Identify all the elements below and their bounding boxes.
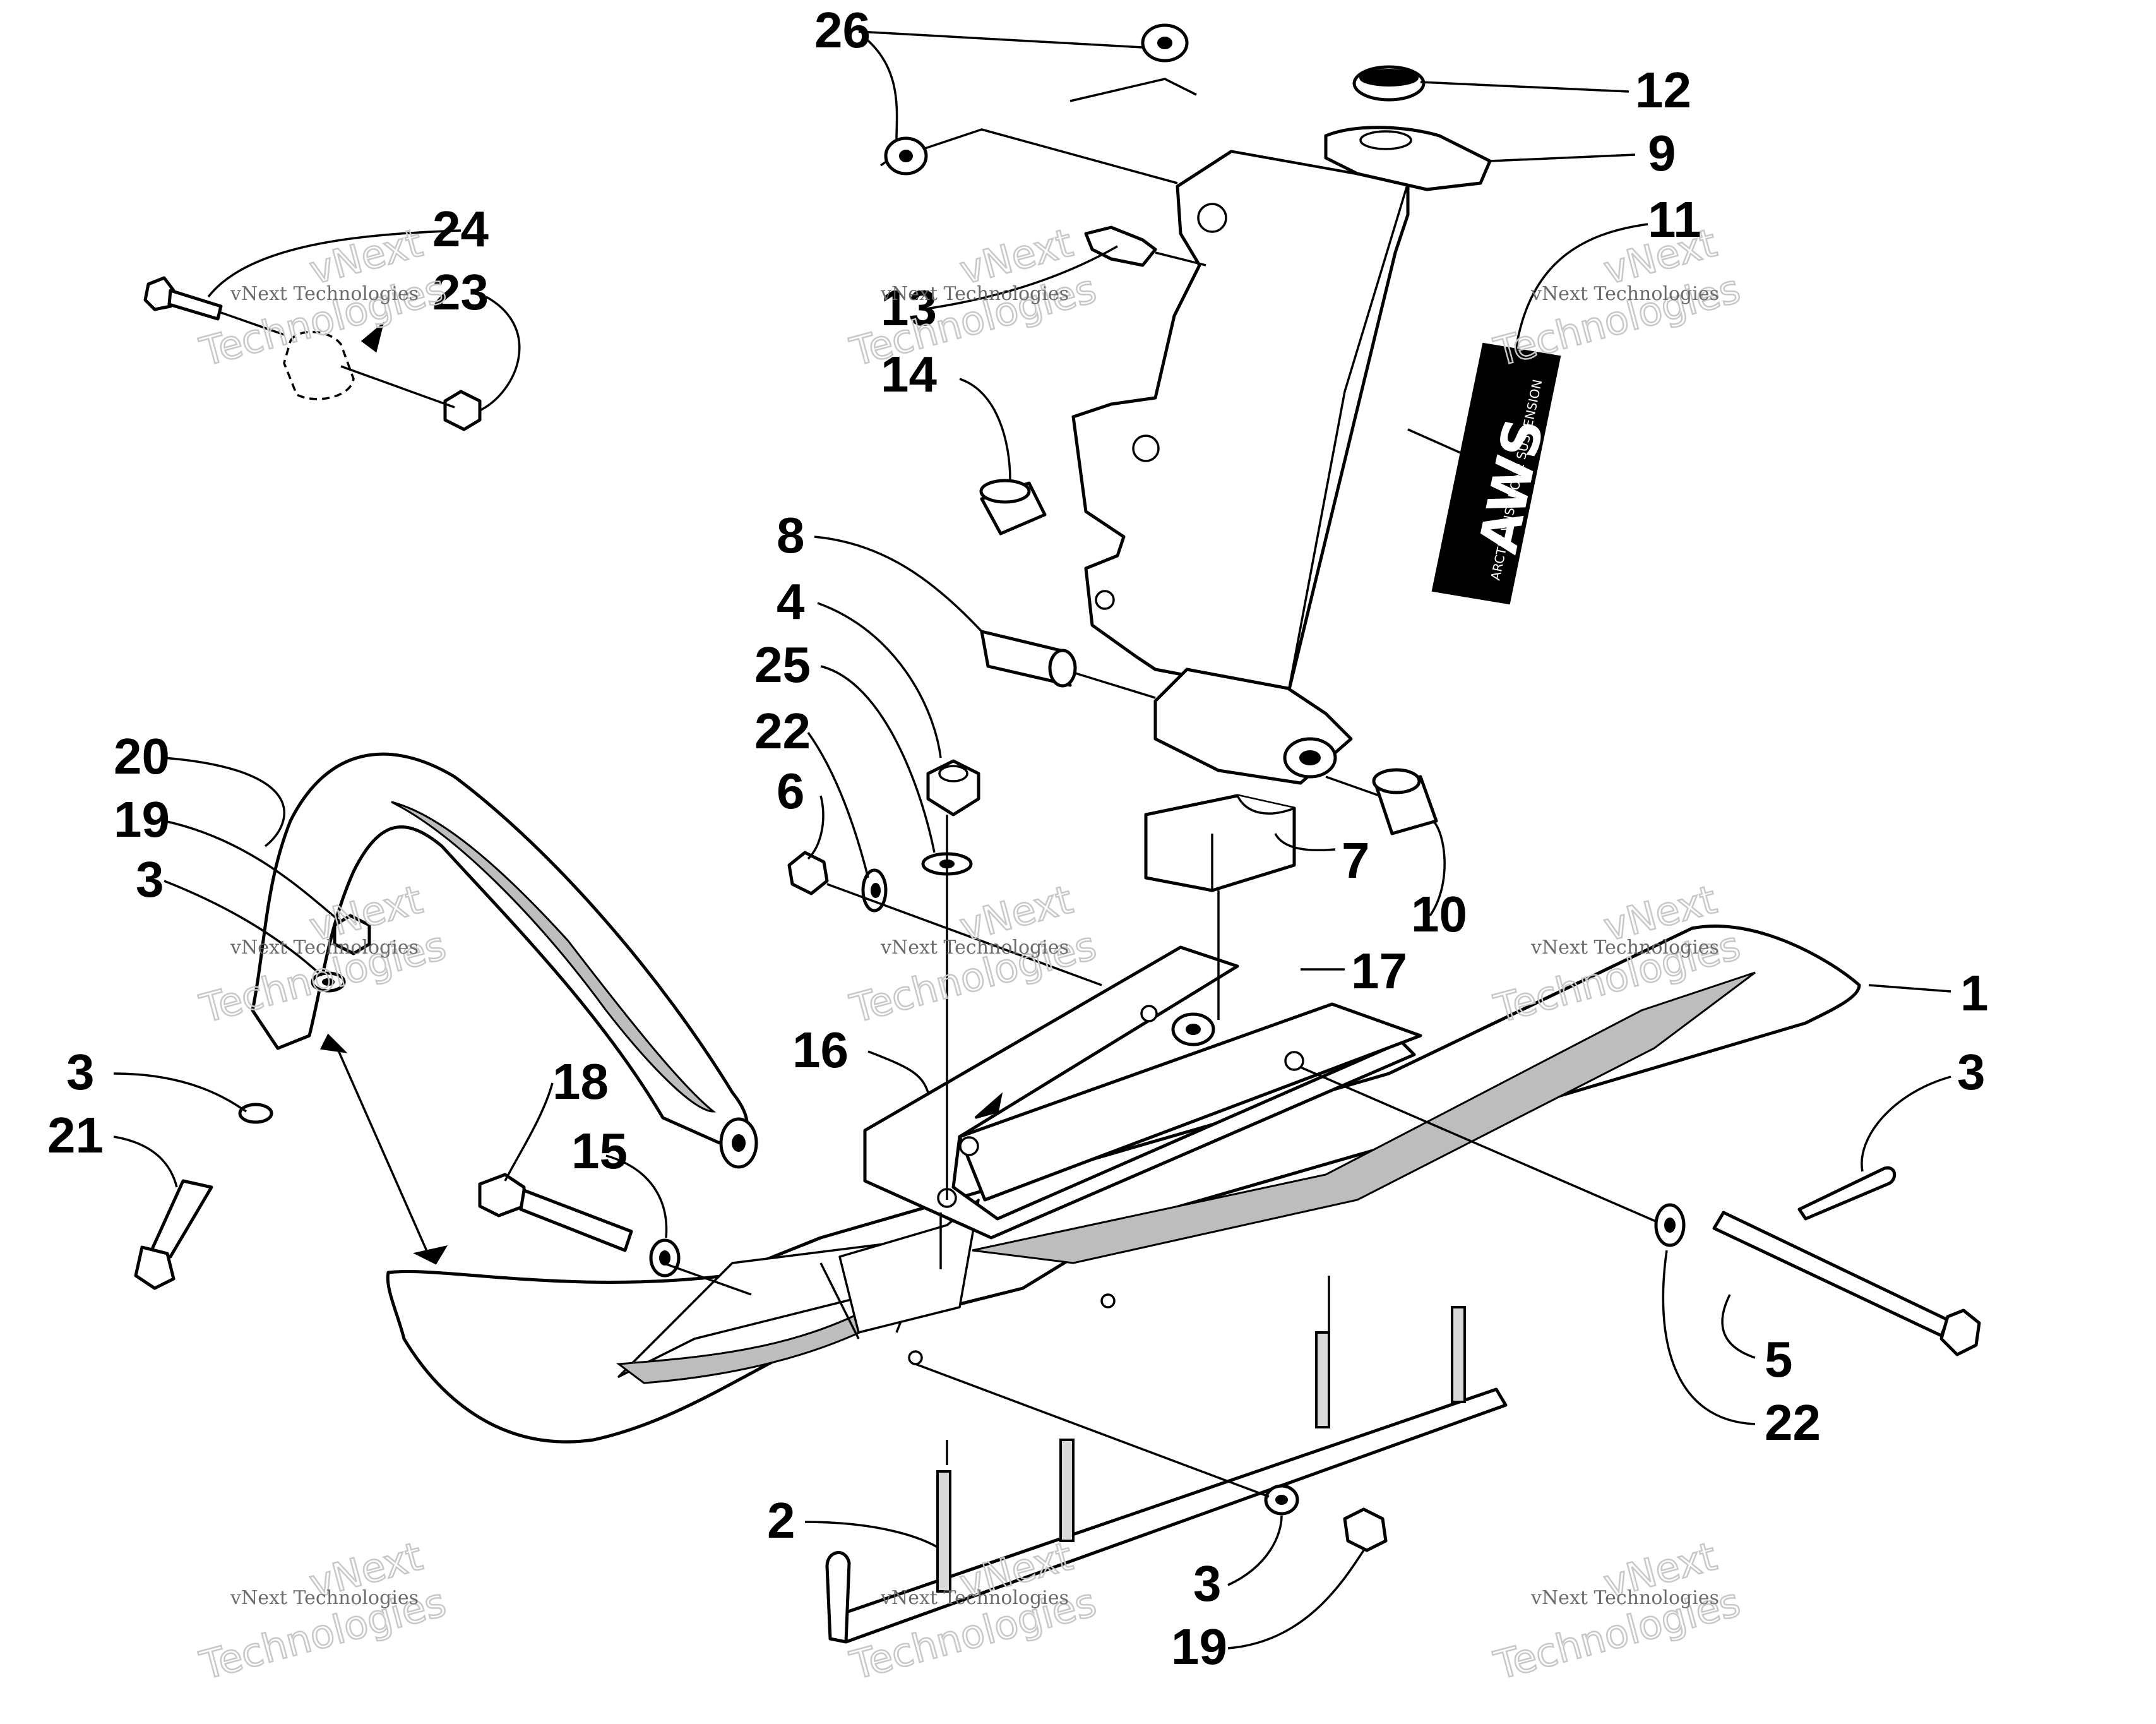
part-24-bolt (143, 276, 223, 321)
callout-labels: 26 12 9 11 24 23 13 14 8 4 25 22 6 20 19… (47, 2, 1989, 1675)
part-13-grease-fitting (1084, 225, 1157, 267)
part-12-cap (1352, 65, 1426, 102)
watermark-small: vNext Technologies (230, 1587, 419, 1609)
watermark-small: vNext Technologies (1530, 1587, 1719, 1609)
callout-22-upper: 22 (754, 703, 811, 759)
callout-17: 17 (1351, 943, 1407, 999)
part-4-lock-nut (926, 759, 980, 817)
part-9-steering-arm (1324, 126, 1492, 191)
part-17-washer (1171, 1012, 1215, 1046)
part-26-grommets (879, 23, 1189, 176)
callout-11: 11 (1648, 191, 1701, 248)
part-15-cotter-pin (1797, 1166, 1897, 1221)
watermark: vNext Technologies (194, 1532, 451, 1689)
watermark-small: vNext Technologies (1530, 283, 1719, 305)
callout-26: 26 (814, 2, 871, 58)
assembly-lines (220, 78, 1658, 1498)
callout-2: 2 (767, 1492, 795, 1548)
callout-24: 24 (432, 201, 489, 257)
part-7-block (1144, 794, 1296, 892)
callout-3-lower: 3 (1193, 1555, 1222, 1612)
part-3-washer-left (238, 1103, 273, 1124)
callout-13: 13 (881, 280, 937, 336)
part-5-long-bolt (1712, 1211, 1981, 1356)
part-3-washer-upper (311, 971, 346, 993)
callout-7: 7 (1342, 832, 1370, 889)
part-11-aws-decal: AWS ARCTIC WISHBONE SUSPENSION (1431, 342, 1561, 605)
watermark: vNext Technologies (1489, 1532, 1746, 1689)
part-19-nut-lower (1343, 1507, 1388, 1552)
watermark-small: vNext Technologies (880, 1587, 1069, 1609)
part-3-washer-lower (1264, 1484, 1299, 1516)
callout-19-upper: 19 (114, 791, 170, 847)
part-23-nut (443, 390, 482, 431)
callout-4: 4 (777, 573, 805, 630)
callout-3-upper: 3 (136, 851, 164, 907)
callout-8: 8 (777, 507, 805, 563)
callout-18: 18 (552, 1053, 609, 1110)
watermark-small: vNext Technologies (880, 937, 1069, 959)
part-10-bushing (1372, 768, 1438, 835)
callout-22-lower: 22 (1765, 1394, 1821, 1451)
part-6-nut (787, 851, 829, 895)
watermark-small: vNext Technologies (880, 283, 1069, 305)
part-18-bolt (478, 1173, 633, 1252)
callout-3-mid: 15 (571, 1123, 628, 1179)
part-8-bushing (980, 630, 1077, 688)
watermark-small: vNext Technologies (230, 937, 419, 959)
part-2-wear-bar (825, 1306, 1508, 1644)
callout-19-lower: 19 (1171, 1619, 1227, 1675)
callout-9: 9 (1648, 125, 1676, 181)
callout-10: 10 (1411, 886, 1467, 942)
spindle-column (1071, 150, 1410, 785)
part-20-ski-loop (251, 752, 758, 1169)
callout-16: 16 (792, 1022, 849, 1078)
callout-15: 3 (1957, 1044, 1986, 1100)
part-23-clip (283, 321, 384, 400)
callout-3-left: 3 (66, 1044, 95, 1100)
callout-14: 14 (881, 346, 937, 402)
part-14-bushing (979, 479, 1047, 536)
watermark-small: vNext Technologies (1530, 937, 1719, 959)
callout-5: 5 (1765, 1331, 1793, 1387)
callout-12: 12 (1635, 62, 1691, 118)
part-22-washer-lower (1654, 1203, 1686, 1247)
callout-20: 20 (114, 728, 170, 784)
part-3-washer-mid (649, 1238, 681, 1278)
callout-leaders (113, 30, 1951, 1649)
callout-25: 25 (754, 637, 811, 693)
watermark-small: vNext Technologies (230, 283, 419, 305)
part-19-nut-upper (333, 914, 371, 955)
callout-1: 1 (1960, 965, 1989, 1021)
part-1-ski (386, 925, 1861, 1444)
callout-6: 6 (777, 763, 805, 819)
callout-21: 21 (47, 1107, 104, 1163)
part-21-bolt (134, 1179, 213, 1290)
callout-23: 23 (432, 264, 489, 320)
